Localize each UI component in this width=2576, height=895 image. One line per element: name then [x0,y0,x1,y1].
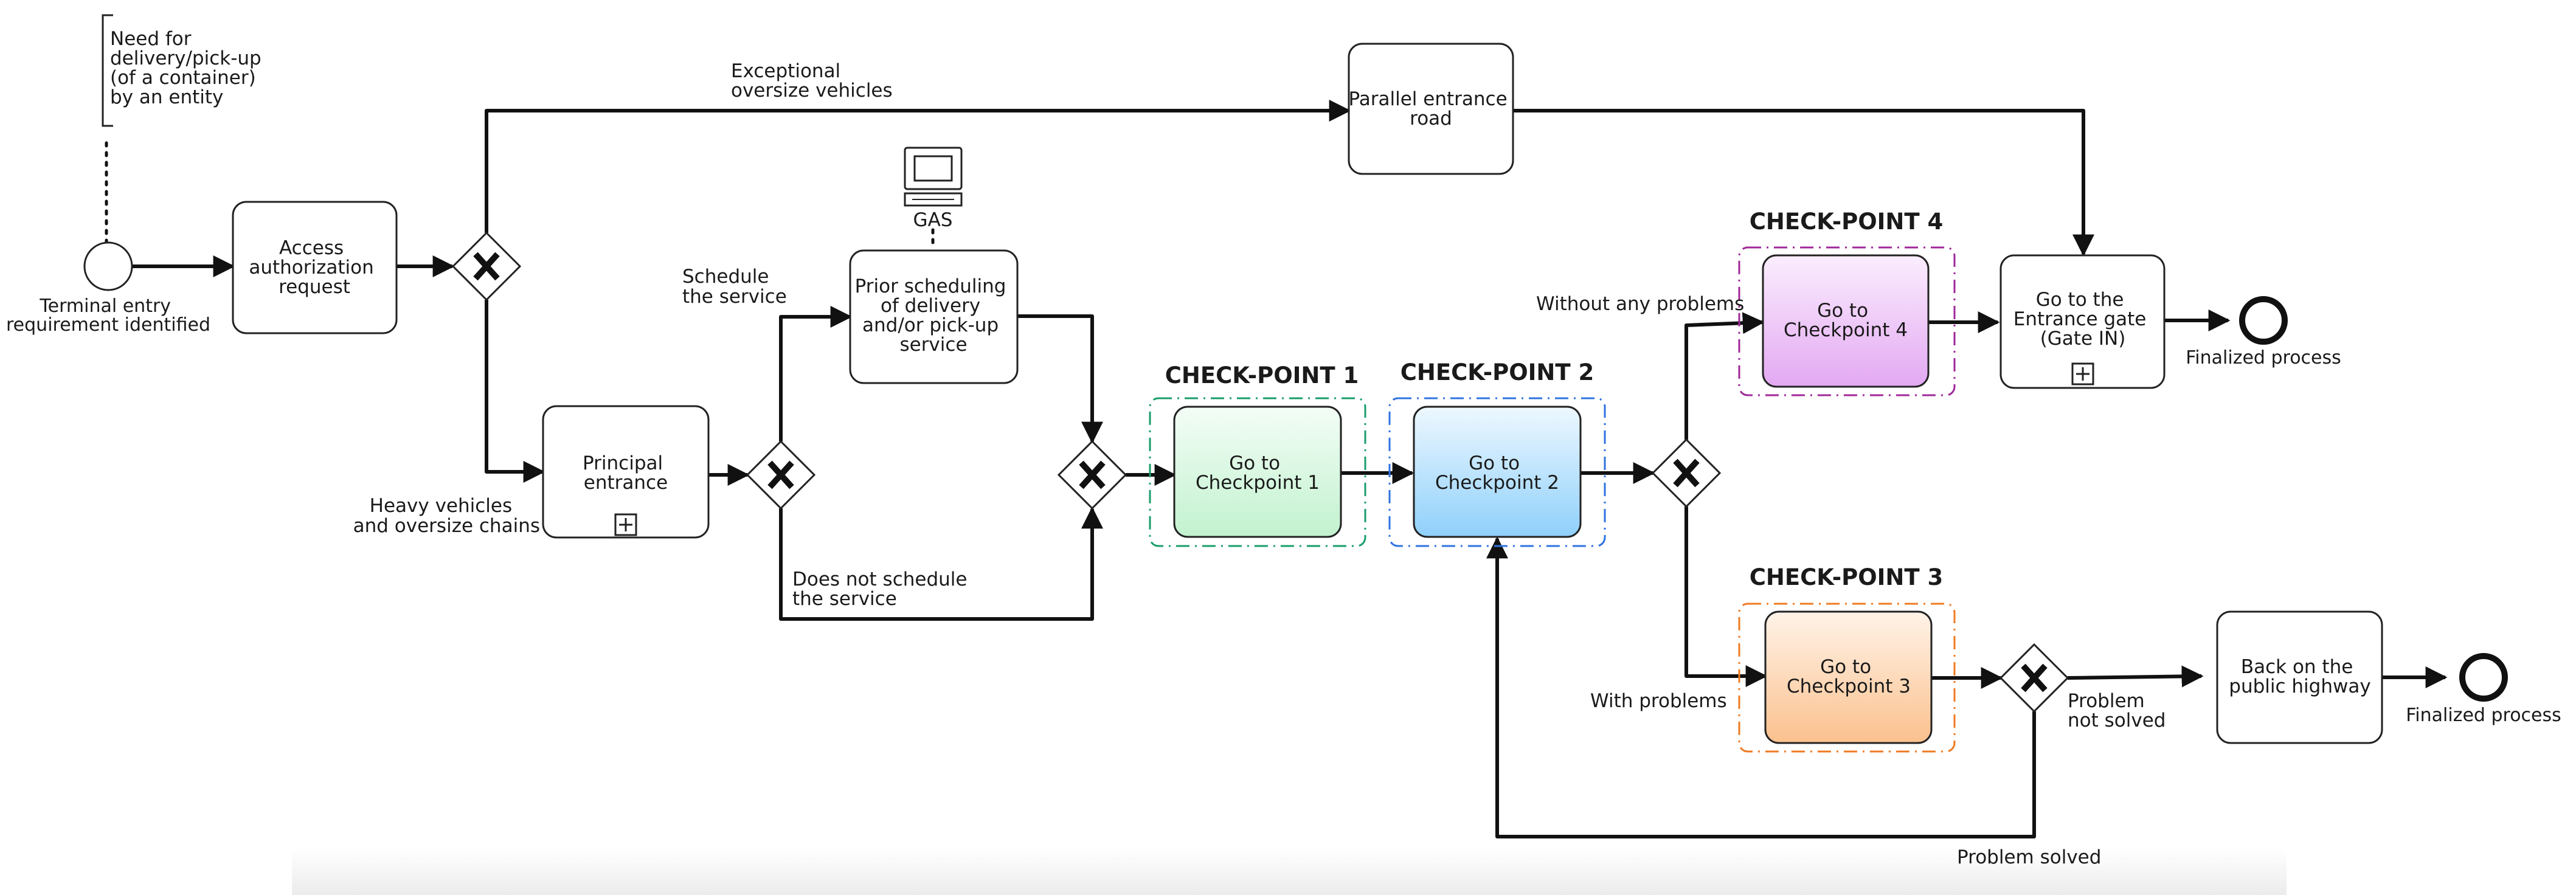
gateway-exclusive-1[interactable] [451,231,522,302]
checkpoint-4-title: CHECK-POINT 4 [1750,209,1944,235]
end-event-highway[interactable] [2459,653,2508,702]
flow-with-problems[interactable] [1684,506,1768,687]
task-go-to-checkpoint-1[interactable]: Go to Checkpoint 1 [1173,406,1342,538]
flow-label-heavy: Heavy vehicles and oversize chains [353,495,540,537]
svg-text:Prior scheduling of deli: Prior scheduling of delivery and/or pick… [855,275,1013,356]
checkpoint-3-group [1738,603,1956,753]
flow-problem-solved[interactable] [1486,536,2036,838]
task-go-to-checkpoint-3[interactable]: Go to Checkpoint 3 [1764,610,1933,744]
task-prior-scheduling[interactable]: Prior scheduling of delivery and/or pick… [849,249,1019,384]
flow-label-schedule: Schedule the service [682,266,787,308]
svg-text:Go to the Entrance gate: Go to the Entrance gate (Gate IN) [2013,289,2153,350]
end-event-main-label: Finalized process [2186,347,2341,368]
flow-label-not-solved: Problem not solved [2068,690,2166,731]
task-back-on-public-highway[interactable]: Back on the public highway [2216,610,2383,744]
checkpoint-2-title: CHECK-POINT 2 [1401,359,1594,385]
gateway-exclusive-2[interactable] [746,440,816,510]
flow-heavy[interactable] [485,300,545,483]
computer-icon [904,147,963,207]
flow-schedule[interactable] [779,306,853,441]
flow-label-with-problems: With problems [1590,690,1727,712]
end-event-highway-label: Finalized process [2406,705,2561,726]
system-label: GAS [913,209,953,231]
annotation: Need for delivery/pick-up (of a containe… [102,14,268,127]
svg-text:Go to Checkpoint 3: Go to Checkpoint 3 [1787,656,1911,697]
checkpoint-3-title: CHECK-POINT 3 [1750,564,1944,590]
flow-label-no-schedule: Does not schedule the service [792,568,973,610]
subprocess-marker-icon [2071,362,2094,385]
flow-no-schedule[interactable] [779,506,1103,621]
checkpoint-1-group [1149,397,1366,547]
flow-label-exceptional: Exceptional oversize vehicles [731,60,893,102]
svg-text:Go to Checkpoint 2: Go to Checkpoint 2 [1435,452,1559,494]
task-go-to-checkpoint-2[interactable]: Go to Checkpoint 2 [1413,406,1582,538]
task-parallel-entrance-road[interactable]: Parallel entrance road [1348,43,1514,175]
svg-text:Principal entrance: Principal entrance [583,452,669,494]
start-event[interactable] [83,241,133,291]
flow-prior-gw3[interactable] [1017,314,1103,444]
checkpoint-4-group [1738,246,1956,396]
task-entrance-gate[interactable]: Go to the Entrance gate (Gate IN) [2000,254,2166,389]
svg-text:Go to Checkpoint 4: Go to Checkpoint 4 [1784,300,1908,341]
checkpoint-2-group [1388,397,1606,547]
flow-parallel-gate[interactable] [1513,109,2094,257]
flow-label-solved: Problem solved [1957,846,2101,868]
svg-text:Go to Checkpoint 1: Go to Checkpoint 1 [1196,452,1320,494]
flow-label-no-problems: Without any problems [1536,293,1744,315]
annotation-text: Need for delivery/pick-up (of a containe… [110,28,268,108]
gateway-exclusive-4[interactable] [1651,438,1722,508]
flow-exceptional[interactable] [485,100,1351,233]
svg-text:Parallel entrance road: Parallel entrance road [1348,88,1513,130]
gateway-exclusive-5[interactable] [1999,643,2069,713]
svg-text:Access authorization: Access authorization request [249,237,379,298]
task-principal-entrance[interactable]: Principal entrance [542,405,710,539]
task-access-authorization[interactable]: Access authorization request [232,201,398,334]
flow-no-problems[interactable] [1684,312,1765,440]
task-go-to-checkpoint-4[interactable]: Go to Checkpoint 4 [1762,254,1930,388]
flow-not-solved[interactable] [2067,665,2204,688]
start-event-label: Terminal entry requirement identified [6,295,210,336]
svg-text:Back on the public highw: Back on the public highway [2229,656,2370,697]
subprocess-marker-icon [614,513,637,536]
checkpoint-1-title: CHECK-POINT 1 [1165,362,1359,389]
gateway-exclusive-3[interactable] [1057,440,1127,510]
floor-shadow [292,848,2287,895]
end-event-main[interactable] [2239,296,2288,345]
